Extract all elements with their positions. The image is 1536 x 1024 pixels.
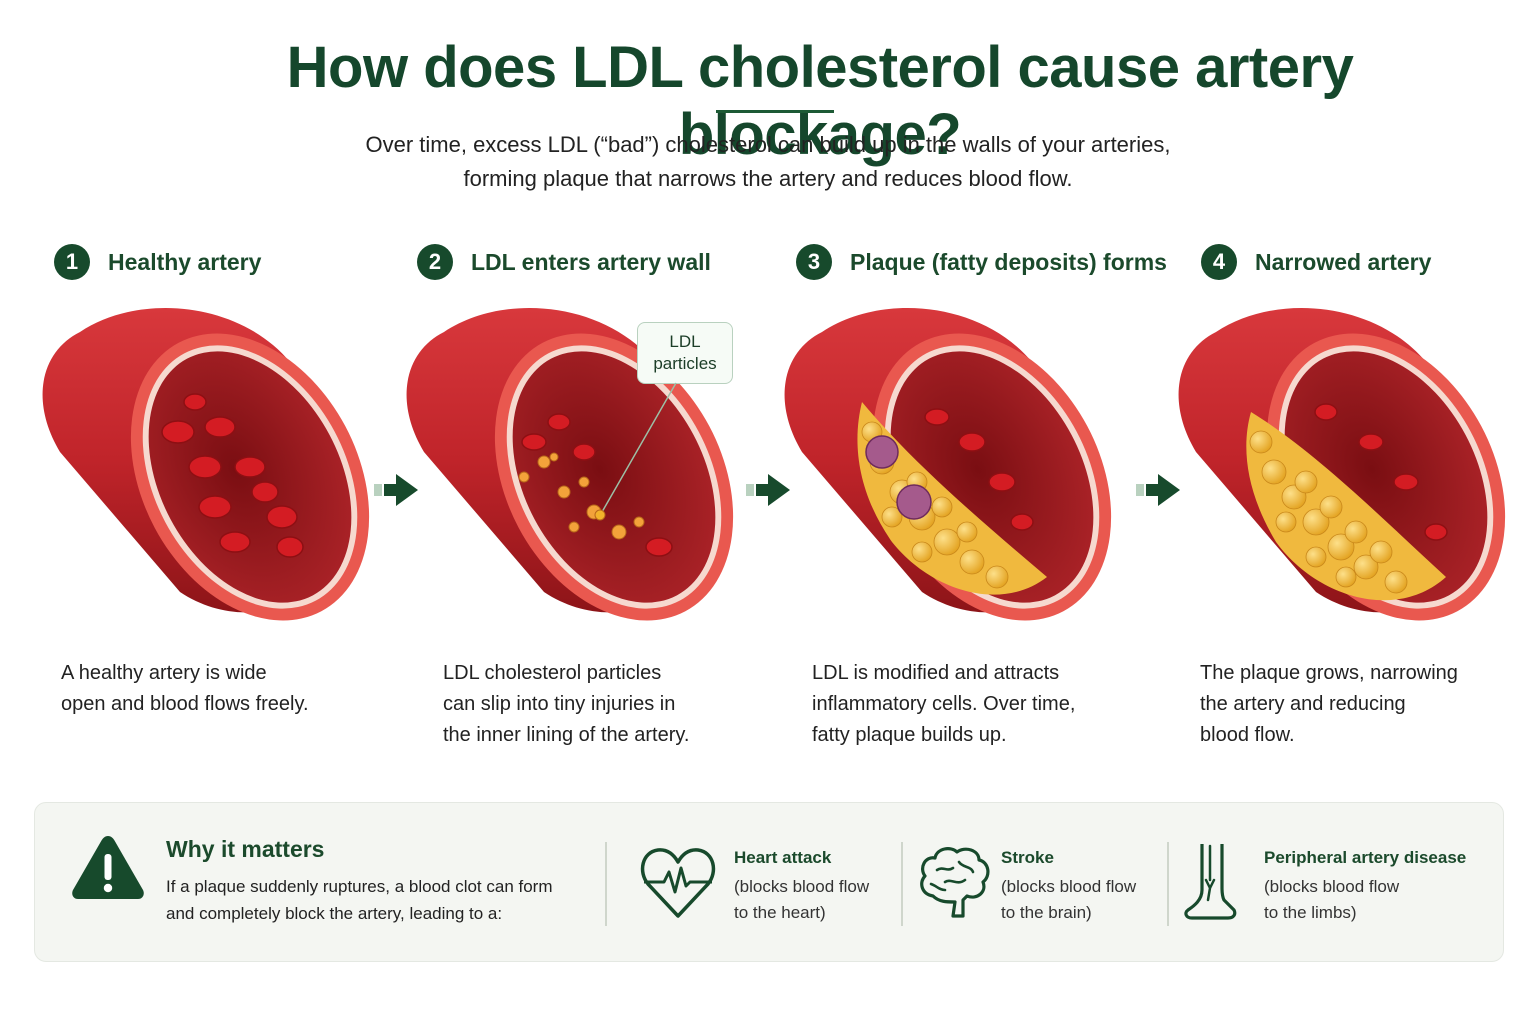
why-title: Why it matters <box>166 836 325 862</box>
step-4-description: The plaque grows, narrowing the artery a… <box>1200 658 1458 751</box>
panel-divider <box>605 842 607 926</box>
step-1-title: Healthy artery <box>108 248 262 275</box>
pad-line-1: (blocks blood flow <box>1264 877 1400 896</box>
step-4-desc-line: The plaque grows, narrowing <box>1200 662 1458 684</box>
step-1-header: 1 Healthy artery <box>54 244 261 280</box>
step-2-badge: 2 <box>417 244 453 280</box>
callout-line-2: particles <box>653 354 717 373</box>
step-1-desc-line: A healthy artery is wide <box>61 662 267 684</box>
step-3-desc-line: inflammatory cells. Over time, <box>812 693 1076 715</box>
step-arrow-1 <box>374 474 418 506</box>
pad-line-2: to the limbs) <box>1264 903 1357 922</box>
why-line-2: and completely block the artery, leading… <box>166 904 503 923</box>
page-title: How does LDL cholesterol cause artery bl… <box>286 35 1354 167</box>
step-2-desc-line: LDL cholesterol particles <box>443 662 662 684</box>
step-arrow-3 <box>1136 474 1180 506</box>
step-3-desc-line: LDL is modified and attracts <box>812 662 1060 684</box>
heart-attack-title: Heart attack <box>734 848 832 867</box>
step-2-header: 2 LDL enters artery wall <box>417 244 711 280</box>
title-underline <box>716 110 834 113</box>
step-2-description: LDL cholesterol particles can slip into … <box>443 658 689 751</box>
stroke-line-1: (blocks blood flow <box>1001 877 1137 896</box>
subtitle-line-1: Over time, excess LDL (“bad”) cholestero… <box>365 132 1171 157</box>
step-4-badge: 4 <box>1201 244 1237 280</box>
why-description: If a plaque suddenly ruptures, a blood c… <box>166 873 596 927</box>
page-subtitle: Over time, excess LDL (“bad”) cholestero… <box>268 128 1268 196</box>
leg-icon <box>1184 844 1237 920</box>
callout-line-1: LDL <box>669 332 701 351</box>
step-3-title: Plaque (fatty deposits) forms <box>850 248 1167 275</box>
heart-attack-line-2: to the heart) <box>734 903 826 922</box>
step-4-title: Narrowed artery <box>1255 248 1432 275</box>
step-3-header: 3 Plaque (fatty deposits) forms <box>796 244 1167 280</box>
subtitle-line-2: forming plaque that narrows the artery a… <box>463 166 1073 191</box>
healthy-artery-illustration <box>42 308 370 621</box>
step-1-desc-line: open and blood flows freely. <box>61 693 309 715</box>
step-4-desc-line: blood flow. <box>1200 724 1295 746</box>
step-4-header: 4 Narrowed artery <box>1201 244 1431 280</box>
stroke-title: Stroke <box>1001 848 1054 867</box>
plaque-forming-artery-illustration <box>784 308 1112 621</box>
panel-divider <box>1167 842 1169 926</box>
stroke-line-2: to the brain) <box>1001 903 1092 922</box>
step-2-desc-line: the inner lining of the artery. <box>443 724 690 746</box>
heart-icon <box>640 848 716 918</box>
heart-attack-description: (blocks blood flow to the heart) <box>734 874 869 926</box>
stroke-description: (blocks blood flow to the brain) <box>1001 874 1136 926</box>
step-4-desc-line: the artery and reducing <box>1200 693 1406 715</box>
step-1-description: A healthy artery is wide open and blood … <box>61 658 309 720</box>
step-arrow-2 <box>746 474 790 506</box>
narrowed-artery-illustration <box>1178 308 1506 621</box>
why-line-1: If a plaque suddenly ruptures, a blood c… <box>166 877 553 896</box>
step-1-badge: 1 <box>54 244 90 280</box>
warning-icon <box>72 836 144 899</box>
step-2-title: LDL enters artery wall <box>471 248 711 275</box>
panel-divider <box>901 842 903 926</box>
step-3-badge: 3 <box>796 244 832 280</box>
step-3-description: LDL is modified and attracts inflammator… <box>812 658 1075 751</box>
step-2-desc-line: can slip into tiny injuries in <box>443 693 676 715</box>
brain-icon <box>920 847 990 918</box>
step-3-desc-line: fatty plaque builds up. <box>812 724 1007 746</box>
ldl-particles-callout: LDL particles <box>637 322 733 384</box>
pad-title: Peripheral artery disease <box>1264 848 1467 867</box>
heart-attack-line-1: (blocks blood flow <box>734 877 870 896</box>
pad-description: (blocks blood flow to the limbs) <box>1264 874 1399 926</box>
why-it-matters-panel <box>34 802 1504 962</box>
